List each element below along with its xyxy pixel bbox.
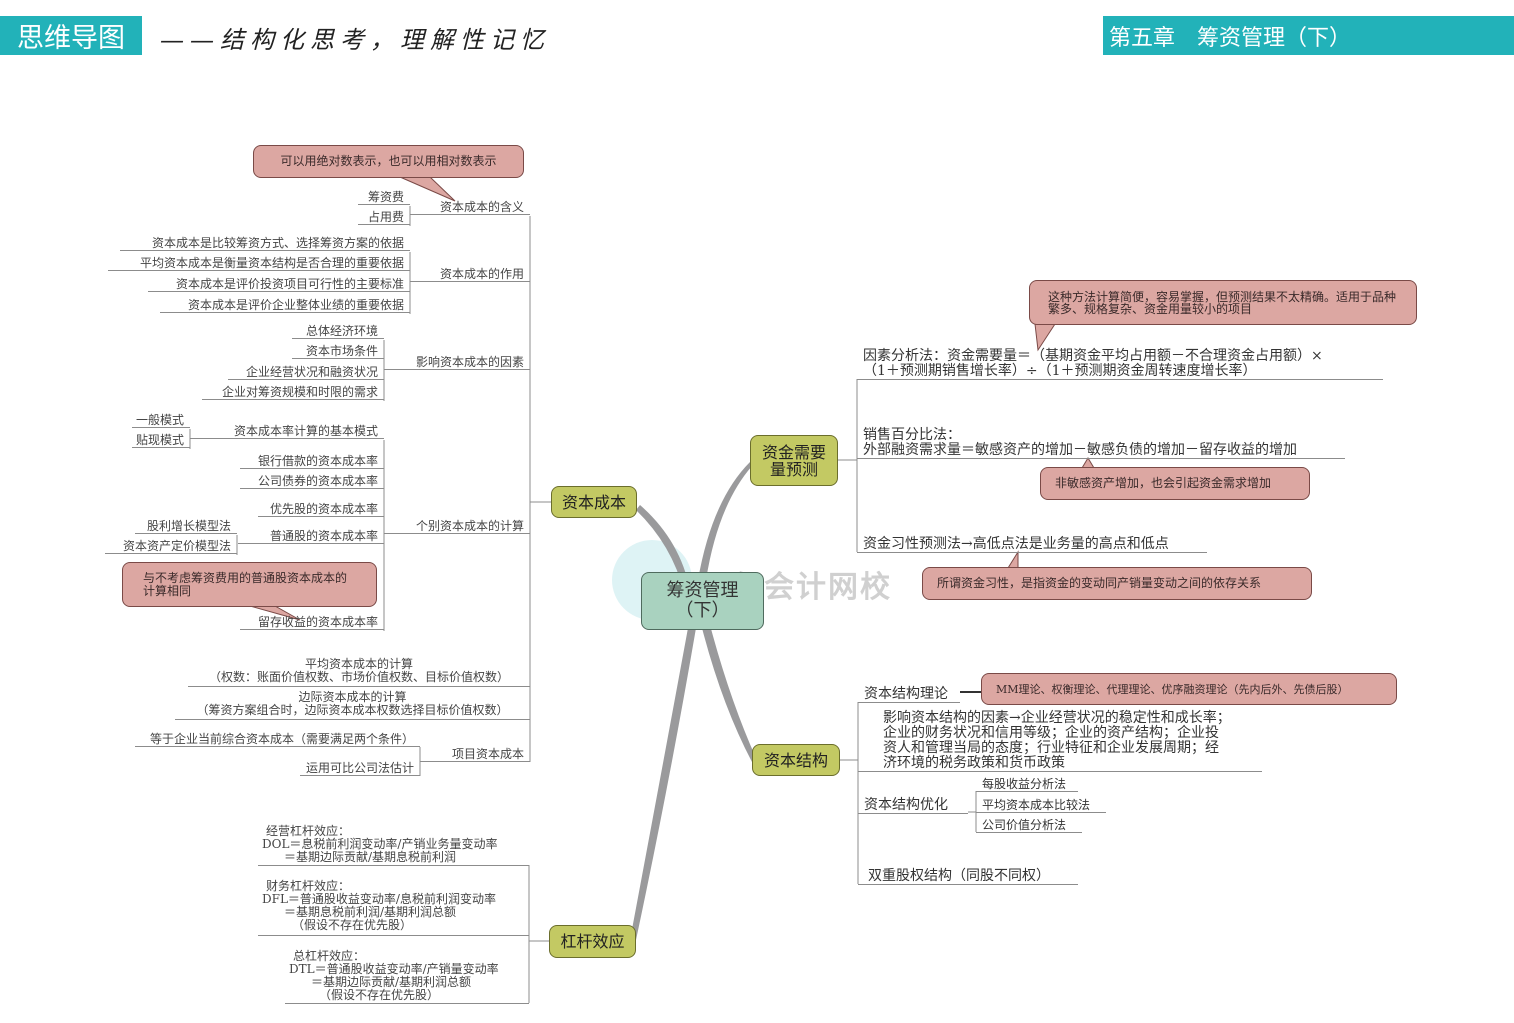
topic-fund-forecast[interactable]: 资金需要量预测	[750, 435, 838, 486]
role-item[interactable]: 资本成本是评价投资项目可行性的主要标准	[148, 278, 410, 292]
basic-item[interactable]: 贴现模式	[132, 434, 190, 448]
dfl-line: （假设不存在优先股）	[292, 918, 413, 932]
optimize-item[interactable]: 平均资本成本比较法	[976, 798, 1106, 813]
node-factor-analysis[interactable]: 因素分析法：资金需要量＝（基期资金平均占用额－不合理资金占用额）× （1＋预测期…	[857, 349, 1383, 380]
node-factors[interactable]: 影响资本成本的因素	[384, 356, 530, 370]
dtl-line: （假设不存在优先股）	[319, 988, 440, 1002]
node-dfl[interactable]: 财务杠杆效应： DFL＝普通股收益变动率/息税前利润变动率 ＝基期息税前利润/基…	[258, 880, 529, 936]
dol-line: 经营杠杆效应：	[266, 824, 351, 838]
factor-line1: 因素分析法：资金需要量＝（基期资金平均占用额－不合理资金占用额）×	[863, 348, 1323, 364]
factor-item[interactable]: 总体经济环境	[292, 325, 384, 339]
dtl-line: ＝基期边际贡献/基期利润总额	[311, 975, 472, 989]
factor-item[interactable]: 资本市场条件	[292, 345, 384, 359]
node-sales-percentage[interactable]: 销售百分比法： 外部融资需求量＝敏感资产的增加－敏感负债的增加－留存收益的增加	[857, 428, 1345, 459]
topic-leverage[interactable]: 杠杆效应	[549, 925, 636, 958]
sales-line2: 外部融资需求量＝敏感资产的增加－敏感负债的增加－留存收益的增加	[863, 442, 1297, 458]
optimize-item[interactable]: 每股收益分析法	[976, 777, 1078, 792]
common-item[interactable]: 资本资产定价模型法	[105, 540, 237, 554]
dfl-line: ＝基期息税前利润/基期利润总额	[284, 905, 457, 919]
callout-factor: 这种方法计算简便，容易掌握，但预测结果不太精确。适用于品种繁多、规格复杂、资金用…	[1029, 280, 1417, 325]
callout-habit: 所谓资金习性，是指资金的变动同产销量变动之间的依存关系	[922, 567, 1312, 600]
average-line2: （权数：账面价值权数、市场价值权数、目标价值权数）	[208, 670, 509, 684]
structure-factor-line: 影响资本结构的因素→企业经营状况的稳定性和成长率；	[883, 710, 1231, 726]
central-topic[interactable]: 筹资管理 （下）	[641, 572, 764, 630]
meaning-item[interactable]: 筹资费	[358, 191, 410, 205]
branch-forecast	[698, 462, 752, 580]
factor-item[interactable]: 企业经营状况和融资状况	[228, 366, 384, 380]
node-dtl[interactable]: 总杠杆效应： DTL＝普通股收益变动率/产销量变动率 ＝基期边际贡献/基期利润总…	[285, 950, 529, 1004]
branch-leverage	[630, 628, 696, 940]
node-project[interactable]: 项目资本成本	[420, 748, 530, 762]
project-item[interactable]: 运用可比公司法估计	[300, 762, 420, 776]
node-role[interactable]: 资本成本的作用	[410, 268, 530, 282]
structure-factor-line: 资人和管理当局的态度；行业特征和企业发展周期；经	[883, 740, 1219, 756]
node-structure-factors[interactable]: 影响资本结构的因素→企业经营状况的稳定性和成长率； 企业的财务状况和信用等级；企…	[858, 711, 1262, 772]
topic-capital-structure[interactable]: 资本结构	[752, 744, 840, 776]
role-item[interactable]: 资本成本是评价企业整体业绩的重要依据	[160, 299, 410, 313]
marginal-line2: （筹资方案组合时，边际资本成本权数选择目标价值权数）	[196, 703, 509, 717]
node-dual-equity[interactable]: 双重股权结构（同股不同权）	[858, 869, 1078, 885]
structure-factor-line: 济环境的税务政策和货币政策	[883, 755, 1065, 771]
callout-retained: 与不考虑筹资费用的普通股资本成本的计算相同	[122, 562, 377, 607]
meaning-item[interactable]: 占用费	[358, 211, 410, 225]
dtl-line: DTL＝普通股收益变动率/产销量变动率	[289, 962, 499, 976]
node-meaning[interactable]: 资本成本的含义	[410, 201, 530, 215]
node-marginal[interactable]: 边际资本成本的计算 （筹资方案组合时，边际资本成本权数选择目标价值权数）	[175, 691, 530, 720]
node-retained[interactable]: 留存收益的资本成本率	[240, 616, 384, 630]
callout-theory: MM理论、权衡理论、代理理论、优序融资理论（先内后外、先债后股）	[981, 673, 1397, 705]
node-individual[interactable]: 个别资本成本的计算	[384, 520, 530, 534]
topic-capital-cost[interactable]: 资本成本	[551, 486, 637, 518]
sales-line1: 销售百分比法：	[863, 427, 961, 443]
role-item[interactable]: 平均资本成本是衡量资本结构是否合理的重要依据	[108, 257, 410, 271]
common-item[interactable]: 股利增长模型法	[135, 520, 237, 534]
factor-item[interactable]: 企业对筹资规模和时限的需求	[202, 386, 384, 400]
node-structure-theory[interactable]: 资本结构理论	[858, 687, 960, 703]
factor-line2: （1＋预测期销售增长率）÷（1＋预测期资金周转速度增长率）	[863, 363, 1257, 379]
node-preferred[interactable]: 优先股的资本成本率	[258, 503, 384, 517]
dol-line: DOL＝息税前利润变动率/产销业务量变动率	[262, 837, 498, 851]
node-common[interactable]: 普通股的资本成本率	[238, 530, 384, 544]
node-structure-optimize[interactable]: 资本结构优化	[858, 798, 968, 814]
slogan: ——结构化思考，理解性记忆	[160, 26, 550, 54]
node-bond[interactable]: 公司债券的资本成本率	[240, 475, 384, 489]
optimize-item[interactable]: 公司价值分析法	[976, 818, 1082, 833]
branch-structure	[702, 625, 756, 762]
chapter-title: 第五章 筹资管理（下）	[1103, 16, 1514, 55]
role-item[interactable]: 资本成本是比较筹资方式、选择筹资方案的依据	[120, 237, 410, 251]
marginal-line1: 边际资本成本的计算	[298, 690, 407, 704]
dol-line: ＝基期边际贡献/基期息税前利润	[284, 850, 457, 864]
dfl-line: DFL＝普通股收益变动率/息税前利润变动率	[262, 892, 496, 906]
node-average[interactable]: 平均资本成本的计算 （权数：账面价值权数、市场价值权数、目标价值权数）	[188, 658, 530, 687]
project-item[interactable]: 等于企业当前综合资本成本（需要满足两个条件）	[135, 733, 420, 747]
node-basic-model[interactable]: 资本成本率计算的基本模式	[190, 425, 384, 439]
mindmap-badge: 思维导图	[0, 16, 142, 55]
central-topic-line1: 筹资管理	[666, 580, 739, 601]
callout-meaning: 可以用绝对数表示，也可以用相对数表示	[253, 145, 524, 178]
structure-factor-line: 企业的财务状况和信用等级；企业的资产结构；企业投	[883, 725, 1219, 741]
dfl-line: 财务杠杆效应：	[266, 879, 351, 893]
central-topic-line2: （下）	[675, 600, 730, 621]
dtl-line: 总杠杆效应：	[293, 949, 366, 963]
node-bank-loan[interactable]: 银行借款的资本成本率	[240, 455, 384, 469]
callout-sales: 非敏感资产增加，也会引起资金需求增加	[1040, 467, 1310, 500]
basic-item[interactable]: 一般模式	[132, 414, 190, 428]
node-fund-habit[interactable]: 资金习性预测法→高低点法是业务量的高点和低点	[857, 537, 1207, 553]
node-dol[interactable]: 经营杠杆效应： DOL＝息税前利润变动率/产销业务量变动率 ＝基期边际贡献/基期…	[258, 825, 529, 866]
average-line1: 平均资本成本的计算	[304, 657, 413, 671]
